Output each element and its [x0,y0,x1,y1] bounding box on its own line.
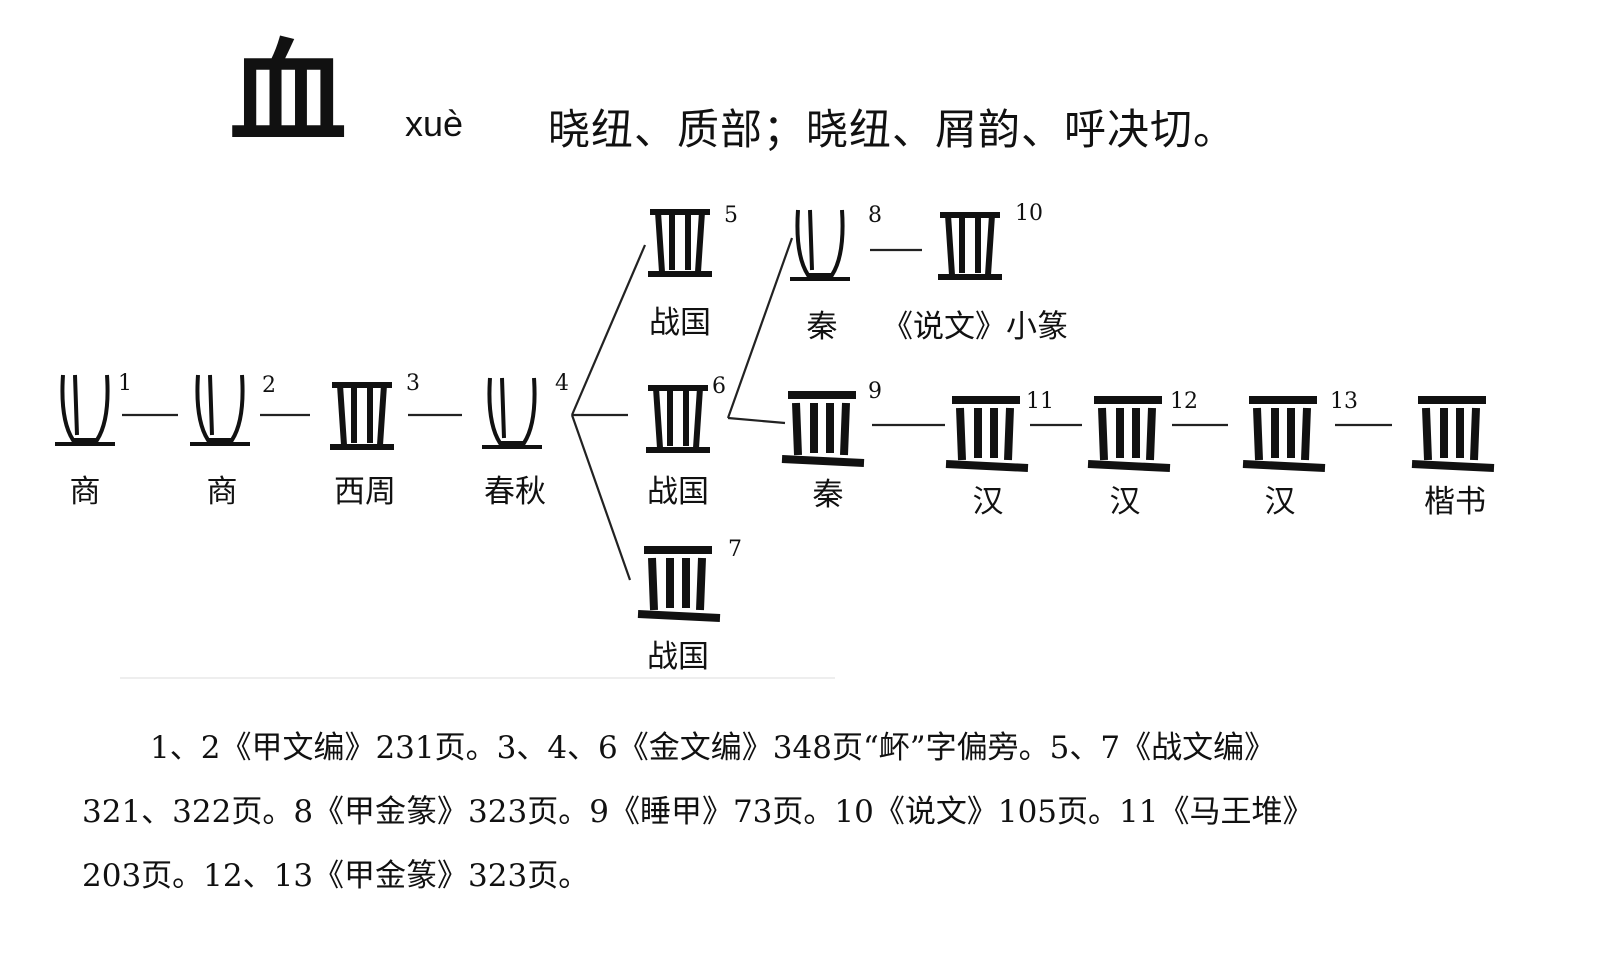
node-label: 楷书 [1424,484,1486,520]
node-number: 12 [1170,389,1198,414]
node-label: 《说文》小篆 [882,309,1068,345]
note-line-2: 321、322页。8《甲金篆》323页。9《睡甲》73页。10《说文》105页。… [82,794,1314,830]
glyph-9 [782,395,864,463]
phonology-text: 晓纽、质部；晓纽、屑韵、呼决切。 [548,105,1237,154]
glyph-3 [330,385,394,447]
pinyin: xuè [405,103,464,144]
node-label: 汉 [1265,484,1296,520]
node-number: 8 [868,203,882,228]
source-notes: 1、2《甲文编》231页。3、4、6《金文编》348页“衃”字偏旁。5、7《战文… [82,716,1522,908]
node-label: 商 [207,474,238,510]
node-label: 秦 [807,309,838,345]
glyph-11 [946,400,1028,468]
node-number: 11 [1026,389,1054,414]
node-label: 秦 [813,477,844,513]
node-label: 汉 [1110,484,1141,520]
node-label: 汉 [973,484,1004,520]
node-number: 13 [1330,389,1358,414]
node-number: 6 [712,374,726,399]
node-number: 1 [118,371,132,396]
node-number: 10 [1015,201,1043,226]
node-number: 4 [555,371,569,396]
node-label: 战国 [647,639,709,675]
node-label: 商 [70,474,101,510]
node-number: 2 [262,373,276,398]
glyph-6 [646,388,710,450]
glyph-12 [1088,400,1170,468]
glyph-10 [938,215,1002,277]
node-label: 春秋 [484,474,546,510]
node-label: 战国 [649,305,711,341]
glyph-2 [188,373,252,446]
head-character: 血 [229,29,347,159]
glyph-7 [638,550,720,618]
glyph-5 [648,212,712,274]
glyph-13 [1243,400,1325,468]
note-line-1: 1、2《甲文编》231页。3、4、6《金文编》348页“衃”字偏旁。5、7《战文… [150,730,1276,766]
node-number: 7 [728,537,742,562]
glyph-kaishu [1412,400,1494,468]
node-number: 5 [724,203,738,228]
node-number: 9 [868,379,882,404]
node-label: 西周 [334,474,396,510]
note-line-3: 203页。12、13《甲金篆》323页。 [82,858,590,894]
glyph-1 [53,373,117,446]
connector-lines [120,237,1392,679]
glyph-8 [788,208,852,281]
glyph-4 [480,376,544,449]
node-label: 战国 [647,474,709,510]
node-number: 3 [406,371,420,396]
